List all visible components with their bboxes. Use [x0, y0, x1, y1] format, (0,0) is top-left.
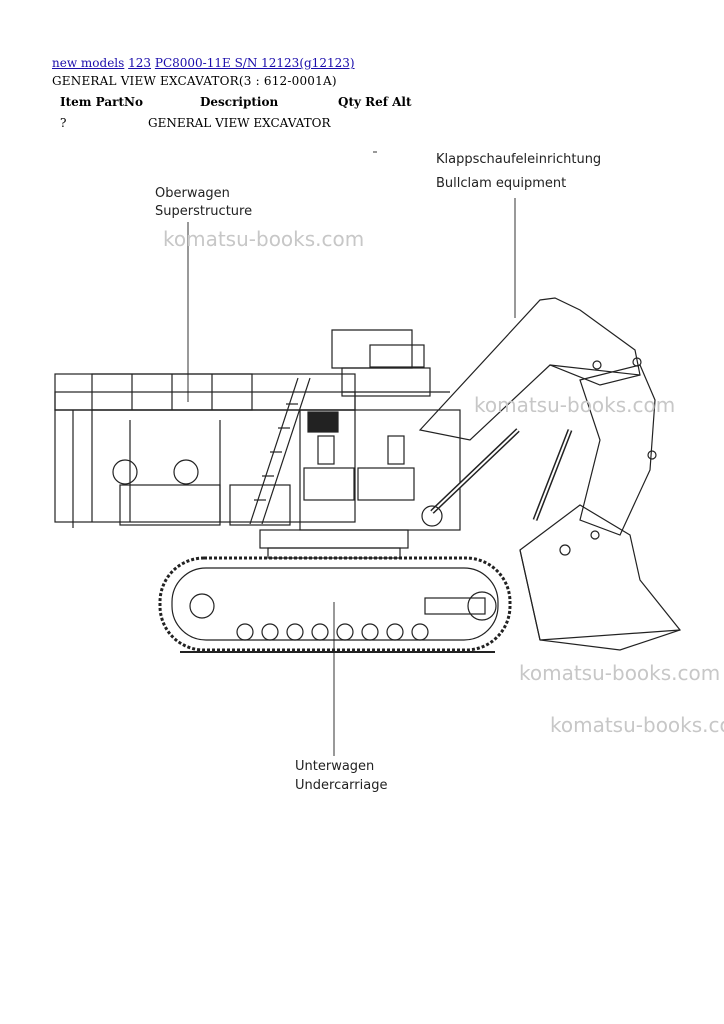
row-item: ?	[60, 116, 67, 130]
header-item-partno: Item PartNo	[60, 95, 143, 109]
undercarriage	[158, 556, 512, 653]
excavator-drawing: Klappschaufeleinrichtung Bullclam equipm…	[54, 151, 724, 793]
watermark: komatsu-books.com	[519, 661, 720, 685]
watermark: komatsu-books.com	[163, 227, 364, 251]
breadcrumb-link-new-models[interactable]: new models	[52, 56, 125, 70]
breadcrumb: new models 123 PC8000-11E S/N 12123(g121…	[52, 56, 355, 70]
leader-lines	[187, 151, 516, 756]
label-bullclam-de: Klappschaufeleinrichtung	[436, 152, 601, 167]
breadcrumb-link-model[interactable]: PC8000-11E S/N 12123(g12123)	[154, 56, 355, 70]
superstructure	[54, 329, 461, 559]
page-title: GENERAL VIEW EXCAVATOR(3 : 612-0001A)	[52, 74, 337, 88]
label-super-en: Superstructure	[155, 204, 252, 219]
label-bullclam-en: Bullclam equipment	[436, 176, 566, 191]
breadcrumb-link-123[interactable]: 123	[128, 56, 152, 70]
header-description: Description	[200, 95, 279, 109]
label-under-en: Undercarriage	[295, 778, 387, 793]
header-qty-ref-alt: Qty Ref Alt	[338, 95, 412, 109]
bullclam-equipment	[418, 297, 682, 651]
label-super-de: Oberwagen	[155, 186, 230, 201]
watermark: komatsu-books.com	[550, 713, 724, 737]
row-description: GENERAL VIEW EXCAVATOR	[148, 116, 331, 130]
track-rollers	[236, 623, 429, 641]
label-under-de: Unterwagen	[295, 759, 374, 774]
watermark: komatsu-books.com	[474, 393, 675, 417]
